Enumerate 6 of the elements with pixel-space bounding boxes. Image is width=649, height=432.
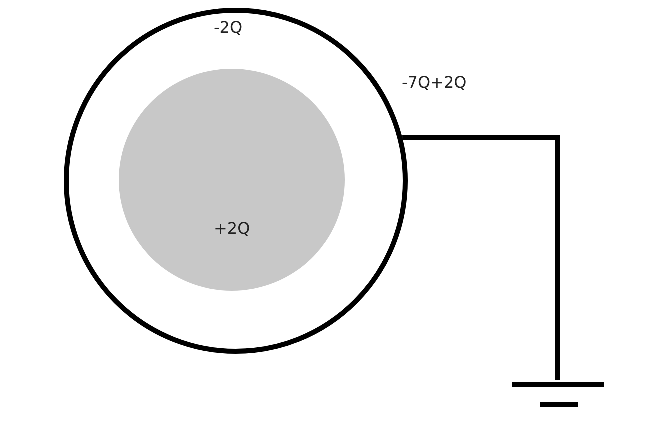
charge-label: -7Q+2Q xyxy=(402,73,467,92)
charge-label: +2Q xyxy=(214,219,250,238)
ground-symbol xyxy=(510,380,606,410)
wire xyxy=(402,136,560,380)
inner-sphere xyxy=(119,69,345,291)
charge-label: -2Q xyxy=(214,18,243,37)
